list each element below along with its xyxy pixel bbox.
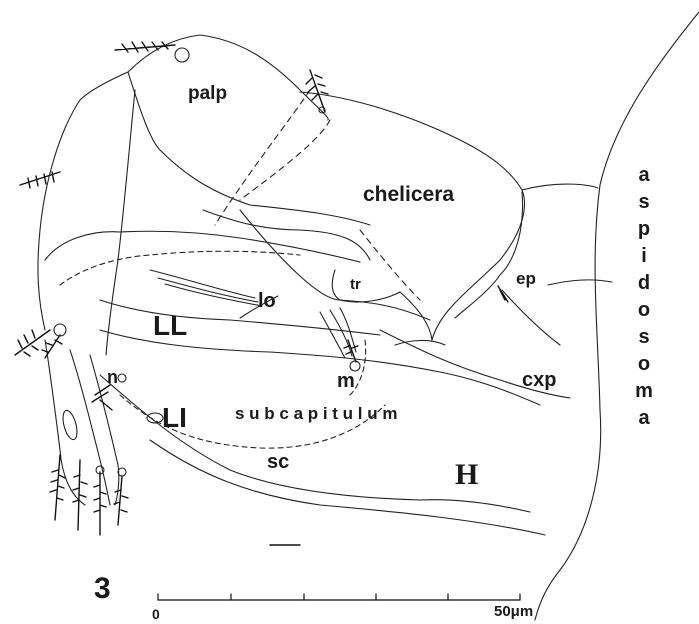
epistome-lower [502,290,560,345]
palp-femur-outline [128,72,370,225]
aspidosoma-letter: s [638,189,649,216]
scale-start-label: 0 [152,607,160,621]
chelicera-inner [203,210,370,260]
lower-contour [150,440,545,535]
epistome-right [548,280,612,285]
palp-inner-line [106,90,135,355]
m-striations [320,308,356,358]
ll-dashed [60,251,300,285]
sc-label: sc [267,452,289,472]
palp-tarsus-organ [60,409,79,441]
n-seta-base [118,374,126,382]
aspidosoma-letter: p [638,216,650,243]
chelicera-dashed [240,120,330,200]
subcapitulum-label: s u b c a p i t u l u m [235,405,397,422]
aspidosoma-outline [535,12,699,620]
ll-label: LL [153,312,187,340]
li-label: LI [162,404,187,432]
scale-end-label: 50μm [494,604,533,619]
m-label: m [337,371,355,391]
aspidosoma-letter: s [638,324,649,351]
aspidosoma-letter: o [638,351,650,378]
aspidosoma-letter: a [638,405,649,432]
lateral-lip-outline [45,231,360,262]
subcapitulum-line [100,330,540,405]
palp-seta-base-2 [54,324,66,336]
chelicera-dashed-3 [360,230,420,300]
h-outline [420,500,530,512]
scale-bar [158,594,520,600]
sc-outline [100,375,420,500]
palp-tip-circle [175,48,189,62]
chelicera-dashed-2 [215,90,310,225]
lo-label: lo [258,291,276,311]
palp-tarsus-inner [70,350,110,505]
trochanter-outline [332,270,400,302]
tr-label: tr [350,277,361,292]
aspidosoma-boundary [522,184,598,190]
palp-label: palp [188,84,227,103]
cxp-label: cxp [522,370,556,390]
palp-outline [128,35,328,120]
n-label: n [107,368,118,386]
aspidosoma-letter: m [635,378,653,405]
figure-number: 3 [94,574,111,604]
aspidosoma-letter: o [638,297,650,324]
aspidosoma-letter: d [638,270,650,297]
chelicera-label: chelicera [363,184,454,205]
palp-segment-line [38,72,128,330]
epistome-line [455,192,523,318]
aspidosoma-label: a s p i d o s o m a [636,162,652,432]
aspidosoma-letter: i [641,243,647,270]
tr-lower [400,292,432,340]
ep-label: ep [516,270,536,287]
aspidosoma-letter: a [638,162,649,189]
h-label: H [455,460,478,490]
